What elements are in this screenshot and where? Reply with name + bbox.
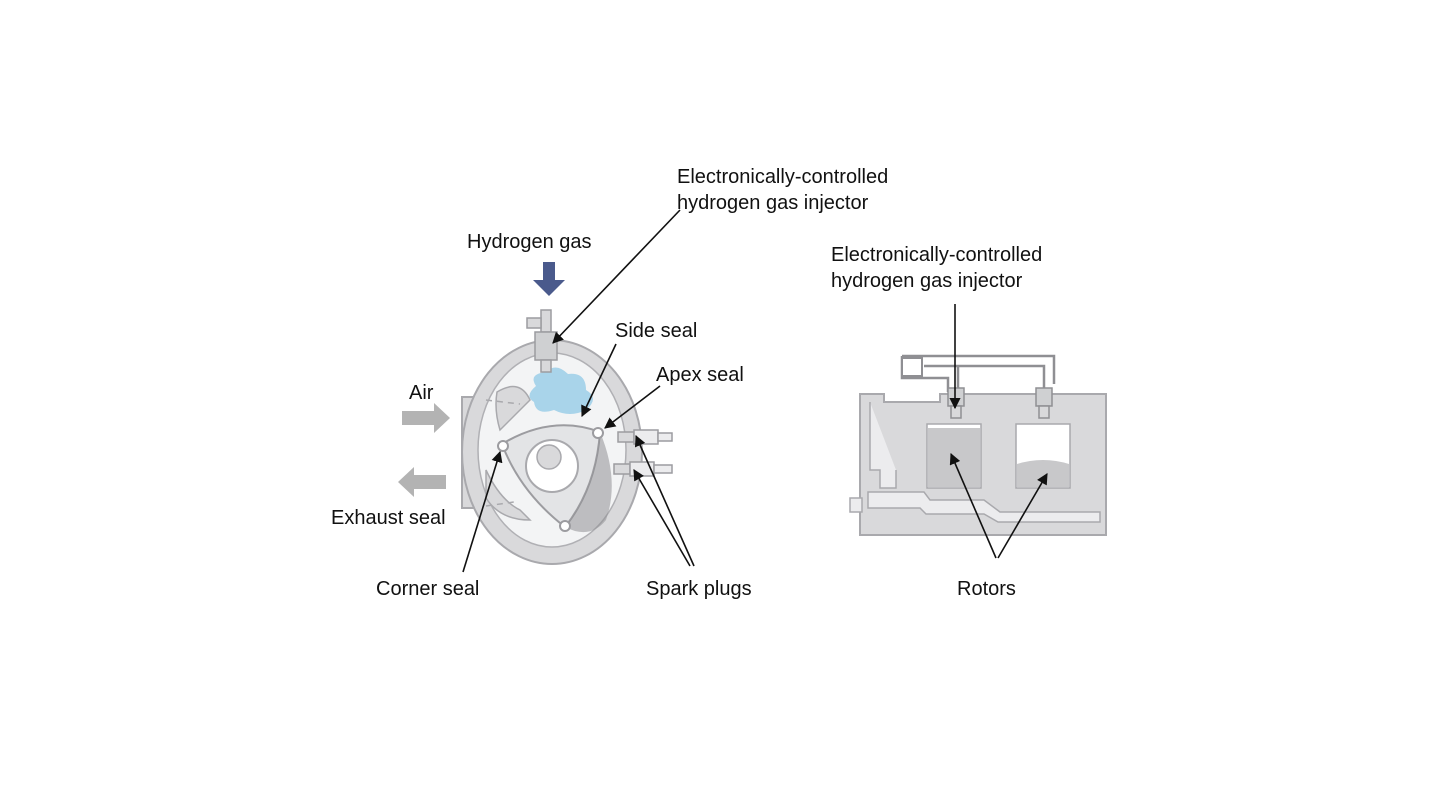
label-exhaust-seal: Exhaust seal [331, 507, 446, 529]
label-side-seal: Side seal [615, 320, 698, 342]
apex-seal-top-right [592, 427, 604, 439]
air-inflow-arrow [402, 403, 450, 433]
shaft-center [536, 444, 562, 470]
leader-spark-plug-lower [633, 469, 691, 567]
hydrogen-gas-arrow [533, 262, 565, 296]
rotor-rear [1017, 460, 1069, 487]
apex-seal-left [497, 440, 509, 452]
leader-spark-plug-upper [634, 434, 695, 567]
leader-corner-seal [462, 450, 503, 573]
label-injector-right-line1: Electronically-controlled [831, 244, 1043, 266]
intake-port [495, 385, 531, 432]
twin-rotor-section [849, 304, 1107, 559]
hydrogen-cloud [529, 367, 593, 414]
label-apex-seal: Apex seal [656, 364, 744, 386]
right-injector-rear [1035, 387, 1053, 419]
leader-rotor-front [949, 452, 997, 559]
exhaust-outflow-arrow [398, 467, 446, 497]
rotor-shade [565, 432, 612, 533]
label-spark-plugs: Spark plugs [646, 578, 752, 600]
leader-apex-seal [604, 385, 661, 429]
left-injector [526, 309, 558, 373]
spark-plug-lower [613, 461, 673, 477]
right-injector-front [947, 387, 965, 419]
spark-plug-upper [617, 429, 673, 445]
label-corner-seal: Corner seal [376, 578, 480, 600]
fuel-rail-inlet [901, 357, 923, 377]
leader-rotor-rear [997, 473, 1048, 559]
label-injector-left-line1: Electronically-controlled [677, 166, 889, 188]
port-guide-lines [485, 399, 521, 507]
label-rotors: Rotors [957, 578, 1016, 600]
fuel-rail [900, 354, 1056, 392]
label-injector-left-line2: hydrogen gas injector [677, 192, 869, 214]
apex-seal-bottom [559, 520, 571, 532]
block-left-detail [849, 402, 897, 513]
rotor-front [928, 428, 980, 487]
label-injector-right-line2: hydrogen gas injector [831, 270, 1023, 292]
exhaust-port [485, 469, 532, 521]
rotary-cross-section [398, 209, 695, 573]
label-air: Air [409, 382, 434, 404]
crankshaft [867, 491, 1101, 523]
label-hydrogen-gas: Hydrogen gas [467, 231, 592, 253]
leader-side-seal [581, 343, 617, 418]
leader-injector-left [552, 209, 681, 344]
